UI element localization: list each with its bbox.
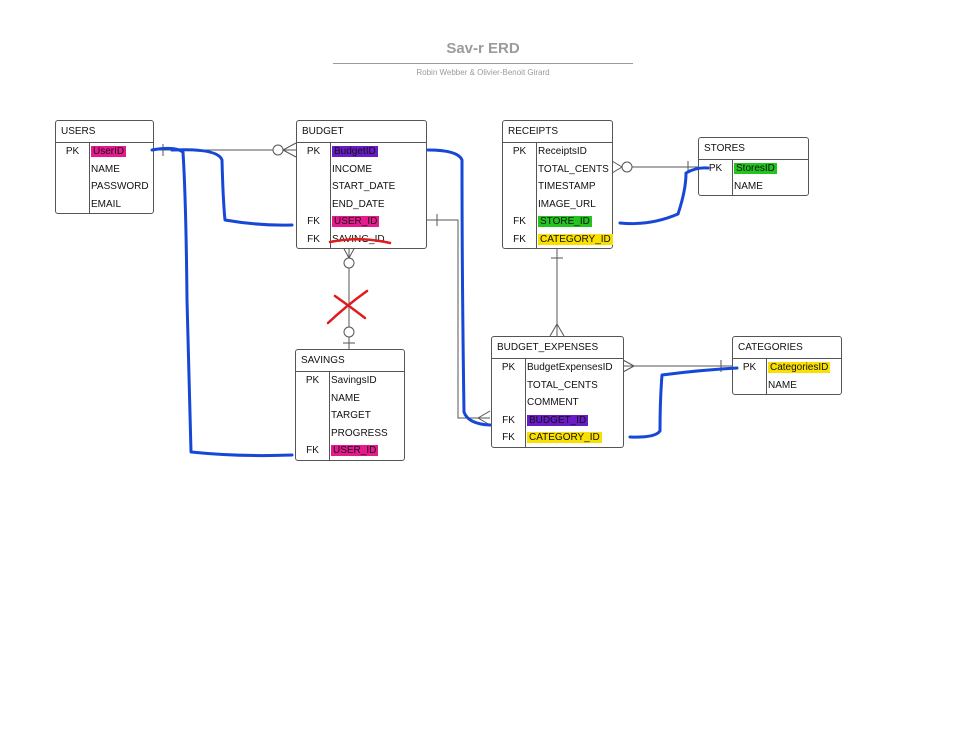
key-label: FK [306,445,319,456]
crowfoot [549,323,558,337]
crowfoot [611,166,623,174]
crowfoot [282,149,297,158]
annotation-users-budget [170,148,294,227]
annotation-budget-expenses [426,148,492,427]
entity-receipts[interactable]: RECEIPTS PK ReceiptsID TOTAL_CENTS TIMEST… [502,120,613,249]
field-name: NAME [768,379,797,391]
field-name: NAME [331,392,360,404]
field-name: STORE_ID [538,216,592,227]
field-name: USER_ID [332,216,380,227]
entity-categories[interactable]: CATEGORIES PK CategoriesID NAME [732,336,842,395]
entity-budget-expenses[interactable]: BUDGET_EXPENSES PK BudgetExpensesID TOTAL… [491,336,624,448]
key-label: PK [512,146,527,157]
field-name: INCOME [332,163,372,175]
field-name: TOTAL_CENTS [538,163,609,175]
entity-name: SAVINGS [296,350,404,372]
crowfoot [282,142,297,151]
diagram-title: Sav-r ERD [446,40,520,57]
field-name: NAME [91,163,120,175]
field-name: BUDGET_ID [527,414,589,426]
field-name: EMAIL [91,198,122,210]
key-label: FK [502,414,515,426]
entity-users[interactable]: USERS PK UserID NAME PASSWORD EMAIL [55,120,154,214]
field-name: PROGRESS [331,427,388,439]
entity-name: STORES [699,138,808,160]
field-name: START_DATE [332,181,396,192]
entity-name: USERS [56,121,153,143]
key-label: FK [513,233,526,245]
field-name: CategoriesID [768,362,831,373]
field-name: TIMESTAMP [538,181,596,192]
annotation-users-savings [150,146,294,458]
key-label: PK [65,146,80,157]
key-label: FK [513,216,526,227]
key-label: FK [502,432,515,443]
key-label: PK [305,375,320,386]
strike-saving-id [328,238,392,245]
title-divider [333,63,633,64]
key-label: FK [307,233,320,245]
field-name: StoresID [734,163,777,174]
entity-stores[interactable]: STORES PK StoresID NAME [698,137,809,196]
annotation-receipts-stores [618,166,710,226]
key-label: PK [306,146,321,157]
field-name: BudgetID [332,146,378,157]
field-name: ReceiptsID [538,146,587,157]
entity-name: BUDGET_EXPENSES [492,337,623,359]
field-name: USER_ID [331,445,379,456]
entity-savings[interactable]: SAVINGS PK SavingsID NAME TARGET PROGRESS… [295,349,405,461]
field-name: PASSWORD [91,181,149,192]
field-name: TOTAL_CENTS [527,379,598,391]
field-name: COMMENT [527,397,579,408]
crowfoot [611,160,623,168]
field-name: END_DATE [332,198,385,210]
key-label: FK [307,216,320,227]
entity-name: CATEGORIES [733,337,841,359]
entity-name: RECEIPTS [503,121,612,143]
crowfoot [556,323,565,337]
annotation-expenses-categories [628,366,739,439]
field-name: CATEGORY_ID [538,233,613,245]
field-name: IMAGE_URL [538,198,596,210]
key-label: PK [501,362,516,373]
crowfoot [622,359,635,367]
red-cross-mark [326,289,369,325]
crowfoot [477,410,491,419]
field-name: NAME [734,180,763,192]
budget-expenses-line [426,219,490,419]
entity-name: BUDGET [297,121,426,143]
field-name: UserID [91,146,127,157]
field-name: BudgetExpensesID [527,362,613,373]
field-name: CATEGORY_ID [527,432,602,443]
field-name: SavingsID [331,375,377,386]
diagram-subtitle: Robin Webber & Olivier-Benoit Girard [416,68,550,77]
red-cross-mark [333,294,367,320]
crowfoot [622,365,635,373]
key-label: PK [708,163,723,174]
field-name: TARGET [331,410,371,421]
key-label: PK [742,362,757,373]
